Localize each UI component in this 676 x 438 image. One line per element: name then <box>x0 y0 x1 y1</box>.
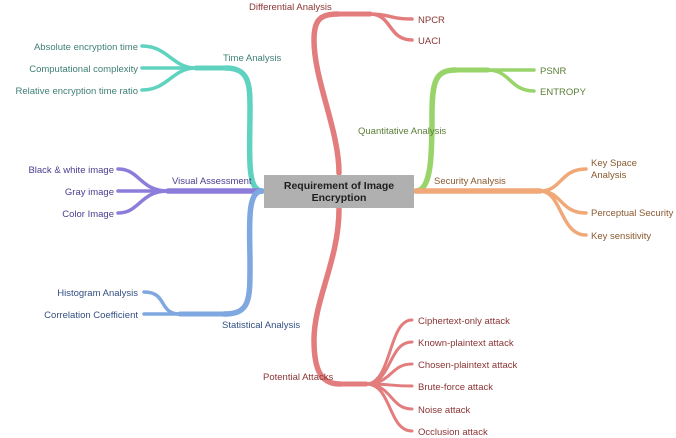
leaf-brute-force-attack: Brute-force attack <box>418 382 493 393</box>
leaf-histogram-analysis: Histogram Analysis <box>57 288 138 299</box>
leaf-uaci: UACI <box>418 36 441 47</box>
branch-differential-analysis <box>311 11 414 176</box>
leaf-occlusion-attack: Occlusion attack <box>418 427 488 438</box>
leaf-key-space-line1: Key Space <box>591 158 637 169</box>
leaf-color-image: Color Image <box>62 209 114 220</box>
central-topic-line2: Encryption <box>311 191 367 204</box>
leaf-computational-complexity: Computational complexity <box>29 64 138 75</box>
central-topic-line1: Requirement of Image <box>283 179 395 192</box>
leaf-absolute-encryption-time: Absolute encryption time <box>34 42 138 53</box>
leaf-relative-encryption-time-ratio: Relative encryption time ratio <box>16 86 139 97</box>
leaf-known-plaintext-attack: Known-plaintext attack <box>418 338 514 349</box>
leaf-chosen-plaintext-attack: Chosen-plaintext attack <box>418 360 518 371</box>
leaf-correlation-coefficient: Correlation Coefficient <box>44 310 138 321</box>
leaf-noise-attack: Noise attack <box>418 405 471 416</box>
label-quantitative-analysis: Quantitative Analysis <box>358 126 446 137</box>
label-statistical-analysis: Statistical Analysis <box>222 320 300 331</box>
leaf-perceptual-security: Perceptual Security <box>591 208 674 219</box>
branch-quantitative-analysis <box>413 67 536 194</box>
leaf-key-space-line2: Analysis <box>591 170 627 181</box>
leaf-entropy: ENTROPY <box>540 87 587 98</box>
branch-security-analysis <box>413 167 588 237</box>
branch-visual-assessment <box>116 167 265 215</box>
leaf-key-space-analysis: Key Space Analysis <box>591 158 640 181</box>
leaf-gray-image: Gray image <box>65 187 114 198</box>
label-visual-assessment: Visual Assessment <box>172 176 252 187</box>
label-differential-analysis: Differential Analysis <box>249 2 332 13</box>
branch-potential-attacks <box>311 206 414 433</box>
label-time-analysis: Time Analysis <box>223 53 281 64</box>
leaf-npcr: NPCR <box>418 15 445 26</box>
label-security-analysis: Security Analysis <box>434 176 506 187</box>
branch-time-analysis <box>140 44 265 194</box>
leaf-ciphertext-only-attack: Ciphertext-only attack <box>418 316 510 327</box>
branch-statistical-analysis <box>142 188 265 317</box>
label-potential-attacks: Potential Attacks <box>263 372 333 383</box>
leaf-black-white-image: Black & white image <box>28 165 114 176</box>
leaf-psnr: PSNR <box>540 66 567 77</box>
central-topic: Requirement of Image Encryption <box>264 175 414 208</box>
leaf-key-sensitivity: Key sensitivity <box>591 231 651 242</box>
